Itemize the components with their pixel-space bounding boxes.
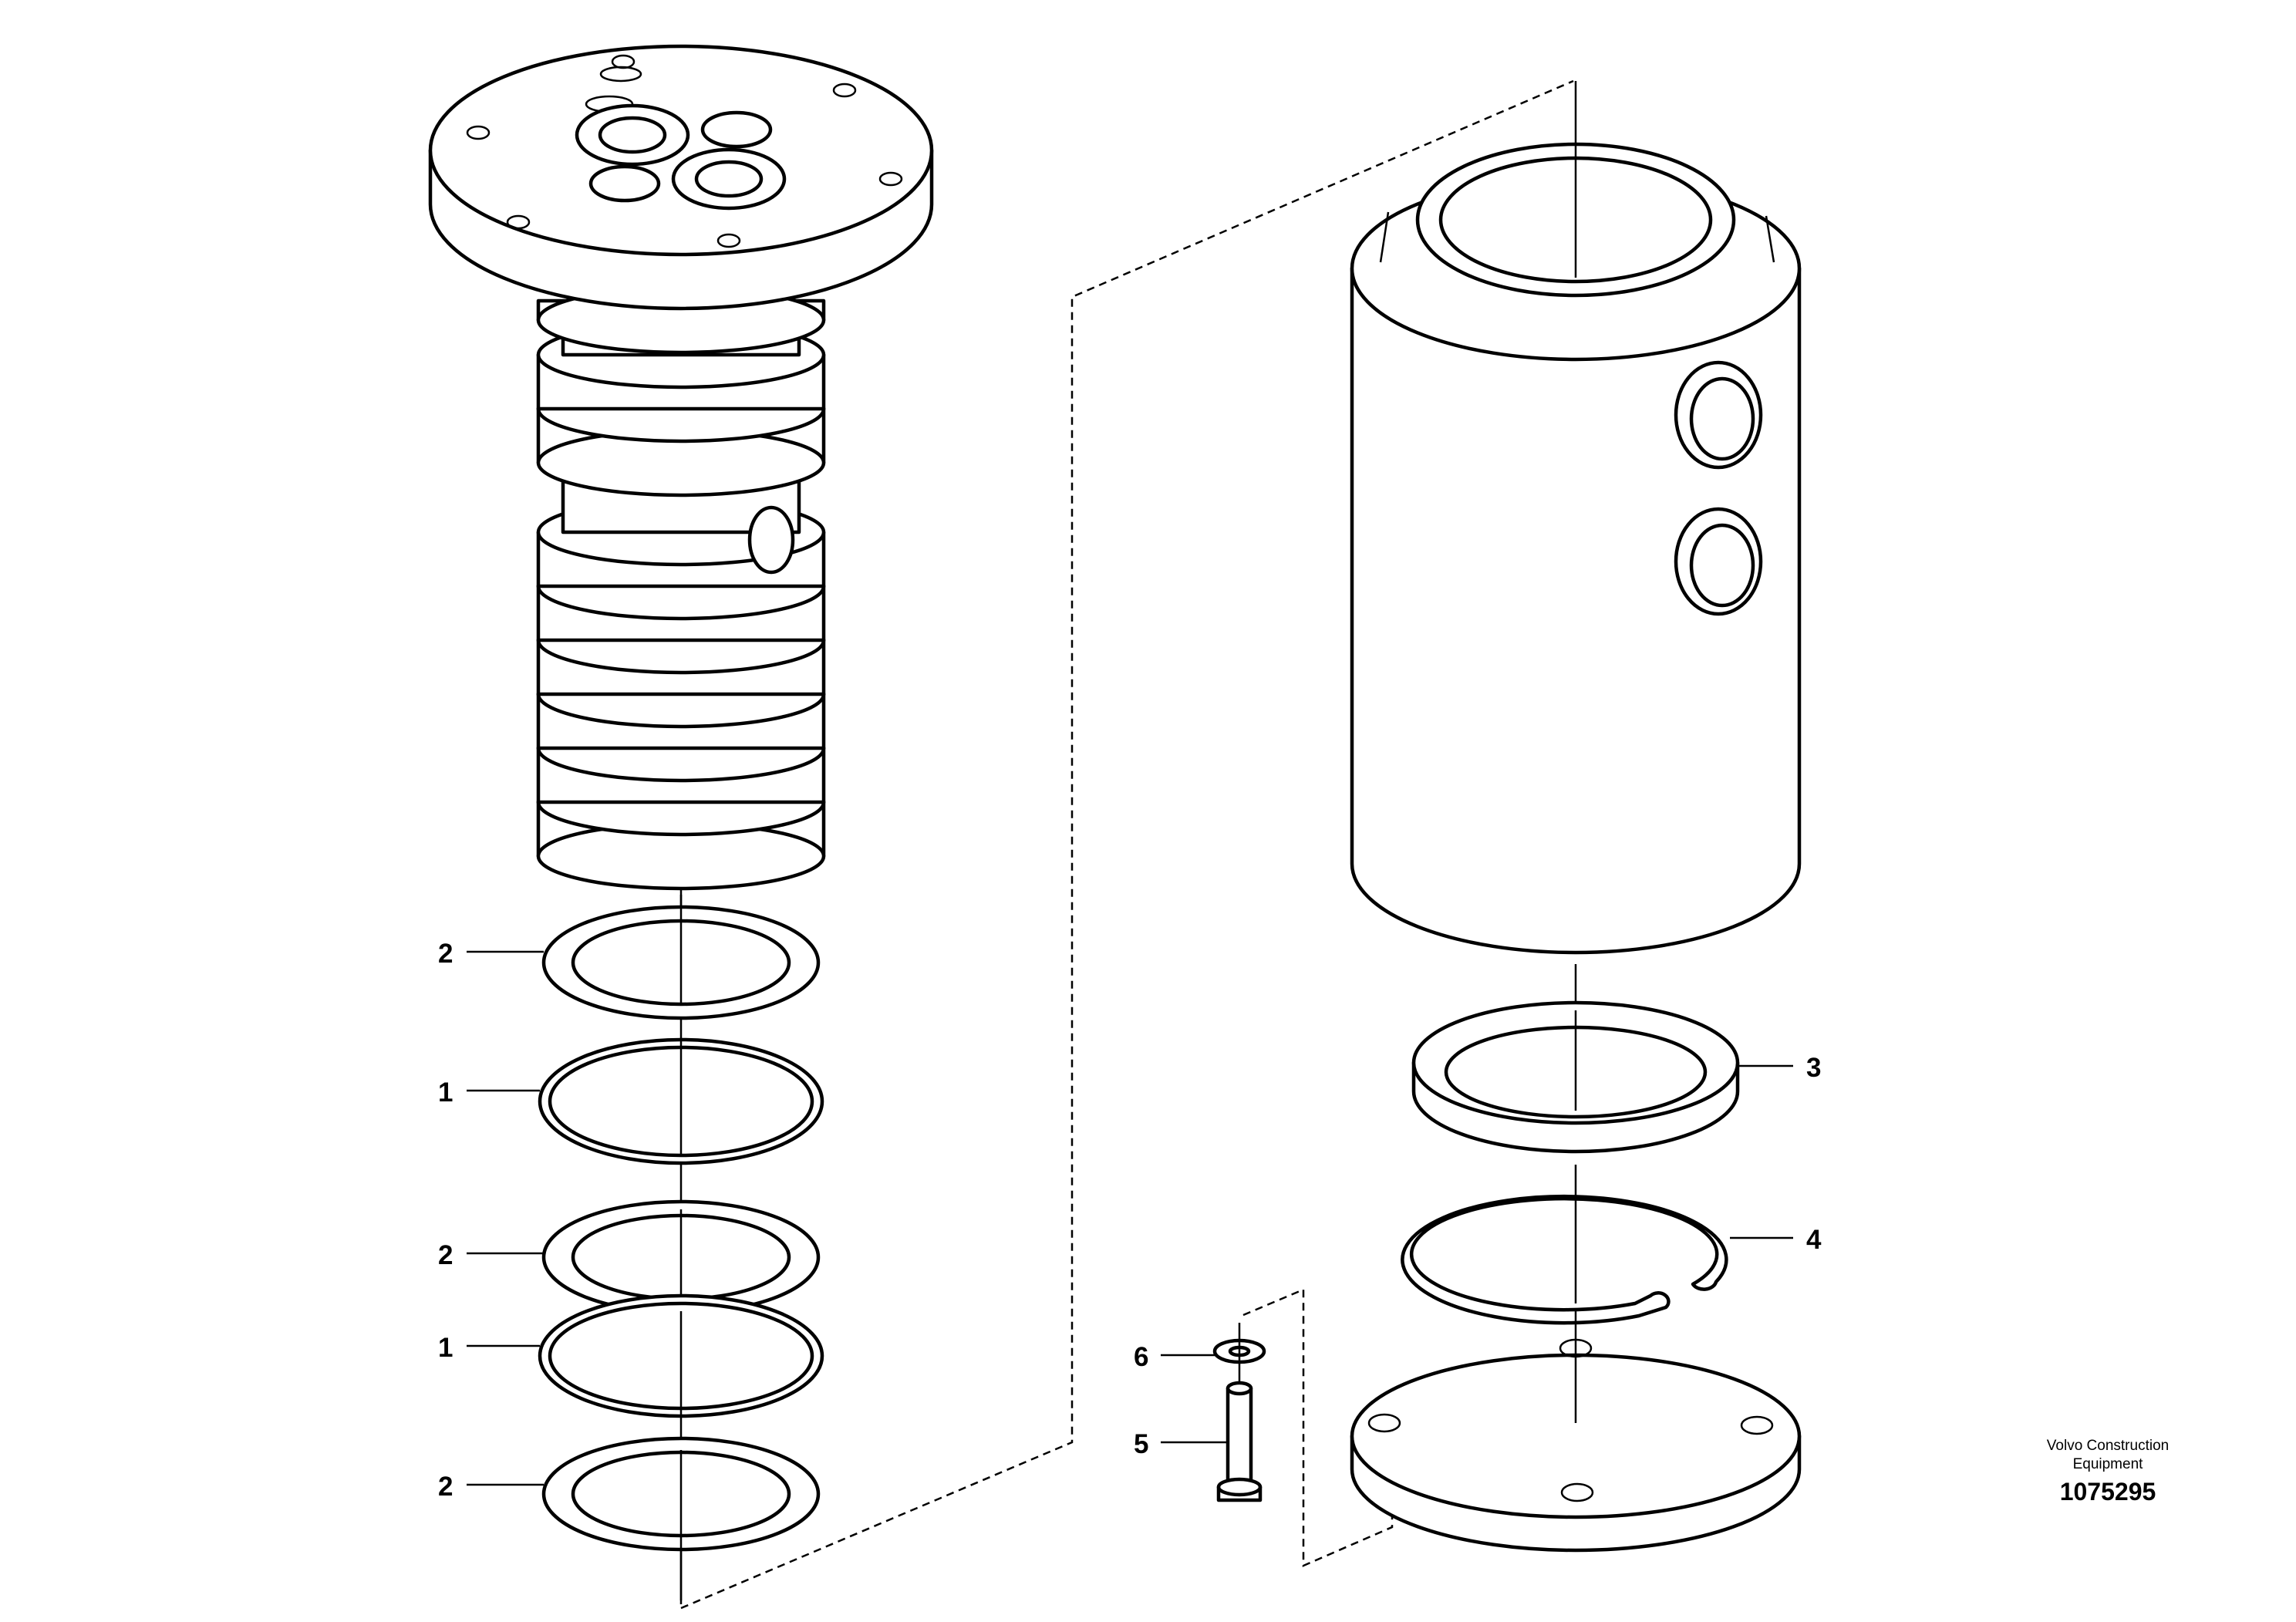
callout-label: 4 bbox=[1806, 1225, 1822, 1255]
callout-5[interactable]: 5 bbox=[1134, 1429, 1226, 1459]
brand-block: Volvo Construction Equipment 1075295 bbox=[2047, 1438, 2169, 1506]
callout-4[interactable]: 4 bbox=[1730, 1225, 1822, 1255]
rotary-shaft-assembly bbox=[428, 44, 934, 1604]
callout-1[interactable]: 1 bbox=[438, 1077, 540, 1108]
top-flange bbox=[428, 44, 934, 311]
callout-label: 2 bbox=[438, 939, 453, 969]
callout-label: 2 bbox=[438, 1472, 453, 1502]
brand-name: Volvo Construction bbox=[2047, 1438, 2169, 1454]
flange-port-small bbox=[588, 164, 661, 203]
flange-port-small bbox=[700, 110, 773, 149]
shaft-side-port bbox=[747, 505, 795, 575]
callout-3[interactable]: 3 bbox=[1738, 1053, 1821, 1083]
hex-screw bbox=[1216, 1381, 1263, 1502]
end-cover-plate bbox=[1350, 1311, 1802, 1553]
callout-6[interactable]: 6 bbox=[1134, 1342, 1215, 1372]
document-number: 1075295 bbox=[2060, 1478, 2156, 1506]
callout-2[interactable]: 2 bbox=[438, 939, 544, 969]
callout-label: 6 bbox=[1134, 1342, 1148, 1372]
rotary-housing bbox=[1350, 81, 1802, 955]
callout-label: 1 bbox=[438, 1077, 453, 1108]
grooved-shaft-body bbox=[536, 285, 826, 891]
callout-label: 3 bbox=[1806, 1053, 1821, 1083]
snap-ring bbox=[1401, 1165, 1728, 1325]
callout-2[interactable]: 2 bbox=[438, 1472, 544, 1502]
brand-subtitle: Equipment bbox=[2073, 1456, 2144, 1472]
callout-1[interactable]: 1 bbox=[438, 1333, 540, 1363]
exploded-guide-line bbox=[1242, 1288, 1394, 1567]
callout-label: 2 bbox=[438, 1240, 453, 1270]
callout-label: 1 bbox=[438, 1333, 453, 1363]
exploded-guide-line bbox=[680, 79, 1574, 1610]
callout-label: 5 bbox=[1134, 1429, 1148, 1459]
callout-2[interactable]: 2 bbox=[438, 1240, 544, 1270]
